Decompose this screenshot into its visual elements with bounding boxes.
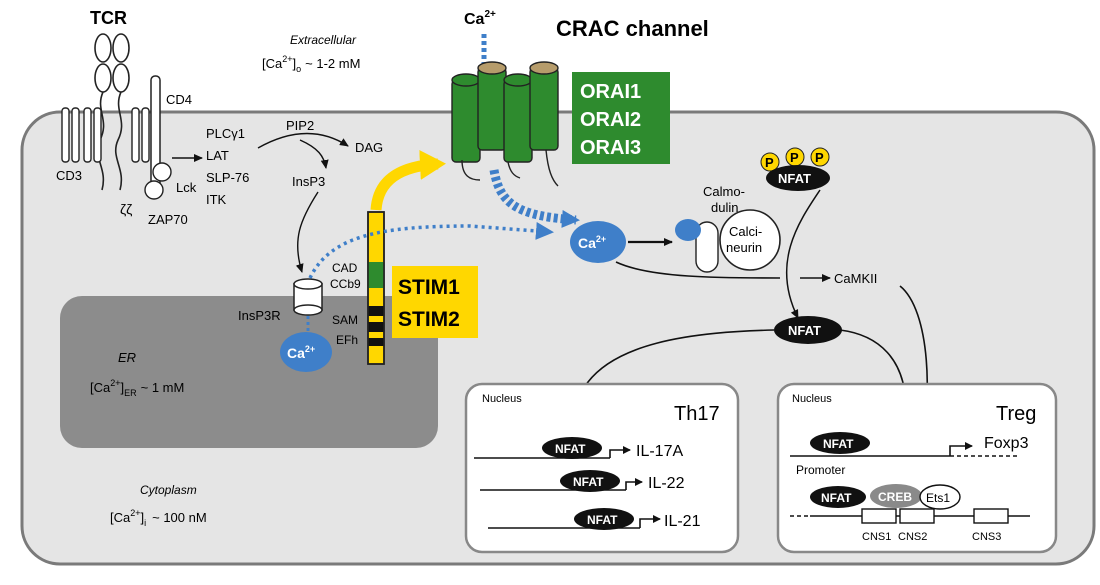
orai3-label: ORAI3 xyxy=(580,137,641,159)
svg-text:Foxp3: Foxp3 xyxy=(984,435,1029,452)
th17-gene-il17a: NFAT IL-17A xyxy=(474,437,683,460)
cytoplasm-label: Cytoplasm xyxy=(140,483,197,497)
nfat-dephos-arrow xyxy=(785,189,821,319)
nfat-to-th17-arrow xyxy=(577,329,775,401)
stim-domain-efh: EFh xyxy=(336,333,358,347)
svg-text:NFAT: NFAT xyxy=(555,442,586,456)
tcr-receptor xyxy=(94,33,130,191)
er-compartment xyxy=(60,296,438,448)
orai2-label: ORAI2 xyxy=(580,109,641,131)
calcineurin-shape xyxy=(719,209,781,271)
channel-to-ca-arrow xyxy=(489,169,580,228)
er-label: ER xyxy=(118,350,136,365)
phospho-group: P P P xyxy=(760,147,830,172)
insp3-label: InsP3 xyxy=(292,174,325,189)
svg-text:NFAT: NFAT xyxy=(573,475,604,489)
itk-label: ITK xyxy=(206,192,227,207)
svg-text:P: P xyxy=(790,150,799,165)
insp3r-channel xyxy=(293,278,323,316)
camkii-label: CaMKII xyxy=(834,271,877,286)
svg-text:CNS2: CNS2 xyxy=(898,531,927,543)
tcr-label: TCR xyxy=(90,8,127,28)
ca-top-label: Ca2+ xyxy=(464,9,496,28)
cytoplasmic-calcium-label: Ca2+ xyxy=(578,234,606,251)
zeta-label: ζζ xyxy=(120,201,132,217)
lat-label: LAT xyxy=(206,148,229,163)
treg-foxp3-gene: NFAT Foxp3 Promoter xyxy=(790,432,1029,477)
stim-domain-sam: SAM xyxy=(332,313,358,327)
th17-title: Th17 xyxy=(674,403,720,425)
svg-text:CNS1: CNS1 xyxy=(862,531,891,543)
svg-text:CREB: CREB xyxy=(878,490,912,504)
svg-text:CNS3: CNS3 xyxy=(972,531,1001,543)
lck-label: Lck xyxy=(176,180,197,195)
stim-label-box xyxy=(392,266,478,338)
calmodulin-label-2: dulin xyxy=(711,200,738,215)
dag-label: DAG xyxy=(355,140,383,155)
zap70-label: ZAP70 xyxy=(148,212,188,227)
stim1-label: STIM1 xyxy=(398,276,460,299)
svg-text:NFAT: NFAT xyxy=(823,437,854,451)
nfat-phospho-label: NFAT xyxy=(778,171,811,186)
orai-channel xyxy=(451,61,559,187)
crac-title: CRAC channel xyxy=(556,16,709,41)
treg-cns-region: NFAT CREB Ets1 CNS1 CNS2 CNS3 xyxy=(790,484,1030,543)
pip2-label: PIP2 xyxy=(286,118,314,133)
th17-gene-il22: NFAT IL-22 xyxy=(480,470,685,492)
insp3r-label: InsP3R xyxy=(238,308,281,323)
svg-text:IL-22: IL-22 xyxy=(648,475,685,492)
lck-circle xyxy=(152,162,172,182)
cd3-label: CD3 xyxy=(56,168,82,183)
th17-nucleus-label: Nucleus xyxy=(482,393,522,405)
er-calcium-label: Ca2+ xyxy=(287,344,315,361)
cytoplasmic-calcium-ion xyxy=(570,221,626,263)
orai1-label: ORAI1 xyxy=(580,81,641,103)
stim-protein-bar xyxy=(367,211,385,365)
calmodulin-shape xyxy=(675,219,701,241)
nfat-active-label: NFAT xyxy=(788,323,821,338)
stim-to-ca-dotted-arrow xyxy=(308,221,554,279)
extracellular-label: Extracellular xyxy=(290,33,357,47)
pip2-to-dag-arrow xyxy=(257,132,349,149)
svg-text:P: P xyxy=(765,155,774,170)
stim-domain-cad: CAD xyxy=(332,261,358,275)
nfat-phospho xyxy=(766,165,830,191)
svg-text:P: P xyxy=(815,150,824,165)
ca-to-camkii-line xyxy=(615,261,781,279)
cd3-chains xyxy=(61,107,150,163)
th17-nucleus xyxy=(464,382,740,554)
calcineurin-label: Calci- xyxy=(729,224,762,239)
nfat-active xyxy=(774,316,842,344)
stim-domain-ccb9: CCb9 xyxy=(330,277,361,291)
stim-to-orai-arrow xyxy=(370,149,446,211)
svg-text:IL-21: IL-21 xyxy=(664,513,701,530)
stim2-label: STIM2 xyxy=(398,308,460,331)
calcineurin-b-subunit xyxy=(695,221,719,273)
calcineurin-label-2: neurin xyxy=(726,240,762,255)
svg-text:Ets1: Ets1 xyxy=(926,491,950,505)
orai-label-box xyxy=(572,72,670,164)
er-calcium-ion xyxy=(280,332,332,372)
svg-text:NFAT: NFAT xyxy=(587,513,618,527)
slp76-label: SLP-76 xyxy=(206,170,249,185)
pip2-to-insp3-arrow xyxy=(299,139,329,169)
treg-nucleus-label: Nucleus xyxy=(792,393,832,405)
svg-text:IL-17A: IL-17A xyxy=(636,443,683,460)
svg-text:NFAT: NFAT xyxy=(821,491,852,505)
zap70-circle xyxy=(144,180,164,200)
insp3-to-receptor-arrow xyxy=(295,191,319,273)
treg-title: Treg xyxy=(996,403,1036,425)
svg-text:Promoter: Promoter xyxy=(796,463,845,477)
calmodulin-label: Calmo- xyxy=(703,184,745,199)
plc-label: PLCγ1 xyxy=(206,126,245,141)
th17-gene-il21: NFAT IL-21 xyxy=(488,508,701,530)
extracellular-concentration: [Ca2+]o~ 1-2 mM xyxy=(262,54,360,74)
cd4-label: CD4 xyxy=(166,92,192,107)
